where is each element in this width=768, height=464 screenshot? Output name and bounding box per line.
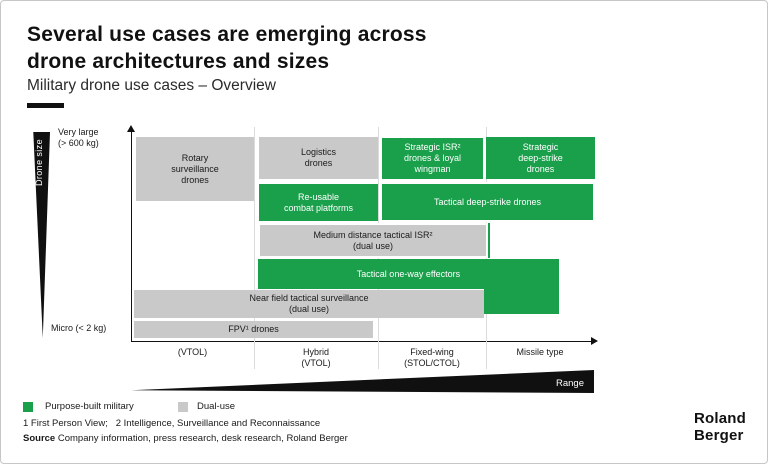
source-label: Source <box>23 433 56 444</box>
drone-size-wedge: Drone size <box>33 132 50 338</box>
green-filler-strip <box>486 223 490 258</box>
page-title: Several use cases are emerging across dr… <box>27 23 427 73</box>
x-tick-hybrid: Hybrid (VTOL) <box>301 347 331 368</box>
y-axis-arrow-icon <box>127 125 135 132</box>
legend-label-dual-use: Dual-use <box>197 401 236 412</box>
box-fpv-drones: FPV¹ drones <box>134 321 373 338</box>
legend-swatch-purpose-built <box>23 402 33 412</box>
box-medium-distance-tactical-isr: Medium distance tactical ISR² (dual use) <box>258 223 488 258</box>
y-axis-min-label: Micro (< 2 kg) <box>51 323 107 333</box>
y-axis-title: Drone size <box>34 139 44 187</box>
box-logistics-drones: Logistics drones <box>259 137 378 179</box>
source-text: Company information, press research, des… <box>55 433 348 444</box>
box-tactical-one-way-effectors: Tactical one-way effectors <box>258 259 559 289</box>
y-axis-max-label: Very large (> 600 kg) <box>58 127 99 148</box>
y-axis-line <box>131 131 132 341</box>
x-tick-fixed-wing: Fixed-wing (STOL/CTOL) <box>404 347 460 368</box>
box-strategic-deep-strike-drones: Strategic deep-strike drones <box>486 137 595 179</box>
box-tactical-deep-strike-drones: Tactical deep-strike drones <box>380 182 595 222</box>
legend-swatch-dual-use <box>178 402 188 412</box>
title-underline <box>27 103 64 108</box>
source-line: Source Company information, press resear… <box>23 433 348 444</box>
legend-label-purpose-built: Purpose-built military <box>45 401 134 412</box>
column-divider <box>254 127 255 369</box>
page-subtitle: Military drone use cases – Overview <box>27 77 276 94</box>
x-axis-arrow-icon <box>591 337 598 345</box>
box-reusable-combat-platforms: Re-usable combat platforms <box>259 184 378 221</box>
box-near-field-tactical-surveillance: Near field tactical surveillance (dual u… <box>134 290 484 318</box>
x-axis-line <box>131 341 593 342</box>
x-axis-title: Range <box>556 378 584 389</box>
box-strategic-isr-drones: Strategic ISR² drones & loyal wingman <box>380 136 485 181</box>
footnote: 1 First Person View; 2 Intelligence, Sur… <box>23 418 321 429</box>
range-wedge: Range <box>131 370 594 393</box>
x-tick-vtol: (VTOL) <box>177 347 208 357</box>
x-tick-missile-type: Missile type <box>516 347 564 357</box>
box-rotary-surveillance-drones: Rotary surveillance drones <box>136 137 254 201</box>
roland-berger-logo: Roland Berger <box>694 410 747 444</box>
